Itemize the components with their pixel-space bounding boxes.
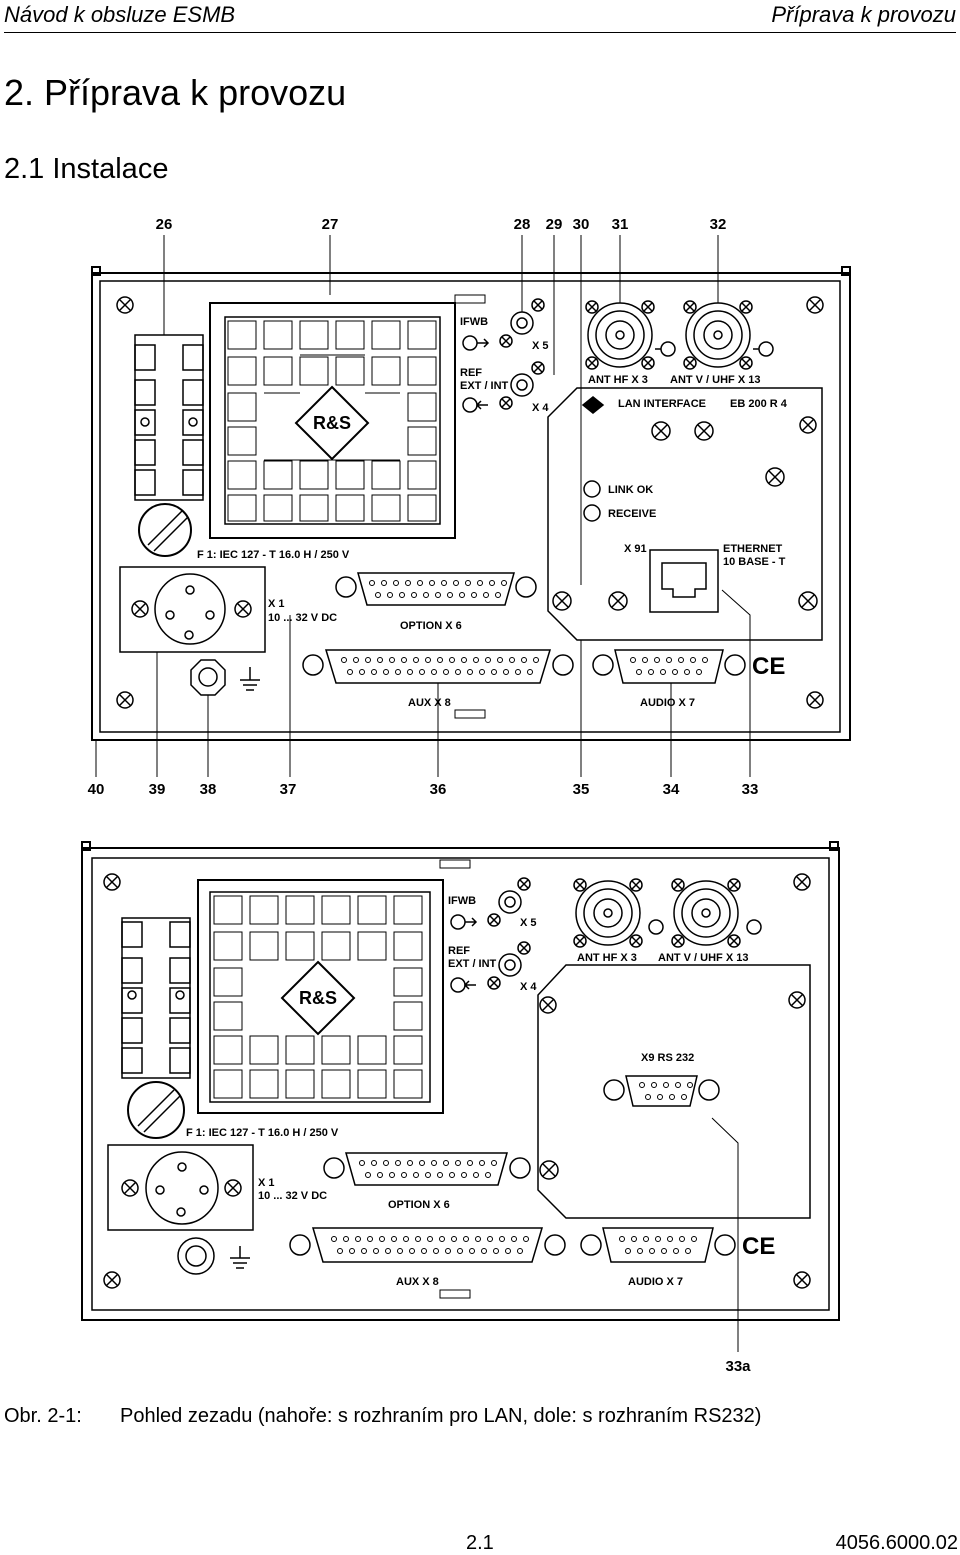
ref-label-b: REF bbox=[448, 945, 470, 957]
ref-label: REF bbox=[460, 367, 482, 379]
fuse-label: F 1: IEC 127 - T 16.0 H / 250 V bbox=[197, 549, 350, 561]
ifwb-label-b: IFWB bbox=[448, 895, 476, 907]
base-t-label: 10 BASE - T bbox=[723, 556, 786, 568]
aux-x8-label-b: AUX X 8 bbox=[396, 1276, 439, 1288]
rear-panel-lan-figure: 26 27 28 29 30 31 32 bbox=[0, 205, 960, 810]
callout-37: 37 bbox=[280, 781, 297, 798]
rear-panel-rs232-figure: R&S F 1: IEC 127 - T 16.0 H / 250 V X 1 … bbox=[0, 840, 960, 1390]
callout-40: 40 bbox=[88, 781, 105, 798]
fan-grille-b: R&S bbox=[197, 879, 444, 1114]
document-number: 4056.6000.02 bbox=[835, 1532, 958, 1554]
lan-interface-board bbox=[547, 387, 823, 641]
x91-label: X 91 bbox=[624, 543, 647, 555]
ant-hf-label-b: ANT HF X 3 bbox=[577, 952, 637, 964]
rs232-board bbox=[537, 964, 811, 1219]
screw-group bbox=[116, 296, 824, 709]
rs-logo: R&S bbox=[313, 413, 351, 433]
terminal-strip bbox=[134, 334, 204, 501]
section-heading: 2.1 Instalace bbox=[4, 153, 169, 185]
callout-27: 27 bbox=[322, 216, 339, 233]
fan-grille: R&S bbox=[209, 302, 456, 539]
x1-label: X 1 bbox=[268, 598, 285, 610]
link-ok-label: LINK OK bbox=[608, 484, 653, 496]
callout-33a: 33a bbox=[725, 1358, 751, 1375]
aux-x8-connector bbox=[302, 649, 574, 684]
rs232-label: X9 RS 232 bbox=[641, 1052, 694, 1064]
fuse-holder bbox=[138, 503, 192, 557]
ground-terminal bbox=[190, 659, 260, 696]
callout-30: 30 bbox=[573, 216, 590, 233]
rs-logo-b: R&S bbox=[299, 988, 337, 1008]
ant-vuhf-connector bbox=[683, 300, 774, 370]
rear-panel-rs232-drawing: R&S F 1: IEC 127 - T 16.0 H / 250 V X 1 … bbox=[81, 841, 840, 1375]
ifwb-connector bbox=[462, 298, 545, 351]
callout-39: 39 bbox=[149, 781, 166, 798]
callout-31: 31 bbox=[612, 216, 629, 233]
callout-33: 33 bbox=[742, 781, 759, 798]
x5-label-b: X 5 bbox=[520, 917, 537, 929]
ethernet-label: ETHERNET bbox=[723, 543, 783, 555]
x4-label-b: X 4 bbox=[520, 981, 537, 993]
header-chapter-title: Příprava k provozu bbox=[771, 2, 956, 27]
x5-label: X 5 bbox=[532, 340, 549, 352]
ext-int-label: EXT / INT bbox=[460, 380, 509, 392]
dc-power-connector bbox=[119, 566, 266, 653]
x1-label-b: X 1 bbox=[258, 1177, 275, 1189]
header-rule bbox=[4, 32, 956, 33]
ant-vuhf-label: ANT V / UHF X 13 bbox=[670, 374, 760, 386]
option-x6-label-b: OPTION X 6 bbox=[388, 1199, 450, 1211]
chapter-heading: 2. Příprava k provozu bbox=[4, 72, 347, 113]
audio-x7-label-b: AUDIO X 7 bbox=[628, 1276, 683, 1288]
figure-caption-label: Obr. 2-1: bbox=[4, 1405, 82, 1427]
figure-caption-text: Pohled zezadu (nahoře: s rozhraním pro L… bbox=[120, 1405, 762, 1427]
option-x6-connector bbox=[335, 572, 537, 606]
ifwb-label: IFWB bbox=[460, 316, 488, 328]
callout-34: 34 bbox=[663, 781, 680, 798]
terminal-strip-b bbox=[121, 917, 191, 1079]
callout-29: 29 bbox=[546, 216, 563, 233]
ce-mark: CE bbox=[752, 653, 785, 680]
ant-hf-label: ANT HF X 3 bbox=[588, 374, 648, 386]
callout-38: 38 bbox=[200, 781, 217, 798]
callout-32: 32 bbox=[710, 216, 727, 233]
page-number: 2.1 bbox=[466, 1532, 494, 1554]
callout-35: 35 bbox=[573, 781, 590, 798]
fuse-label-b: F 1: IEC 127 - T 16.0 H / 250 V bbox=[186, 1127, 339, 1139]
eb200-label: EB 200 R 4 bbox=[730, 398, 788, 410]
aux-x8-label: AUX X 8 bbox=[408, 697, 451, 709]
x4-label: X 4 bbox=[532, 402, 549, 414]
audio-x7-connector bbox=[592, 649, 746, 684]
lan-interface-label: LAN INTERFACE bbox=[618, 398, 706, 410]
ant-hf-connector bbox=[585, 300, 676, 370]
callout-26: 26 bbox=[156, 216, 173, 233]
option-x6-label: OPTION X 6 bbox=[400, 620, 462, 632]
callout-28: 28 bbox=[514, 216, 531, 233]
header-manual-title: Návod k obsluze ESMB bbox=[4, 2, 236, 27]
dc-voltage-label: 10 ... 32 V DC bbox=[268, 612, 337, 624]
ref-connector bbox=[462, 361, 545, 413]
dc-voltage-label-b: 10 ... 32 V DC bbox=[258, 1190, 327, 1202]
receive-label: RECEIVE bbox=[608, 508, 656, 520]
callout-36: 36 bbox=[430, 781, 447, 798]
audio-x7-label: AUDIO X 7 bbox=[640, 697, 695, 709]
ce-mark-b: CE bbox=[742, 1233, 775, 1260]
rear-panel-lan-drawing: 26 27 28 29 30 31 32 bbox=[88, 216, 851, 798]
ant-vuhf-label-b: ANT V / UHF X 13 bbox=[658, 952, 748, 964]
ext-int-label-b: EXT / INT bbox=[448, 958, 497, 970]
